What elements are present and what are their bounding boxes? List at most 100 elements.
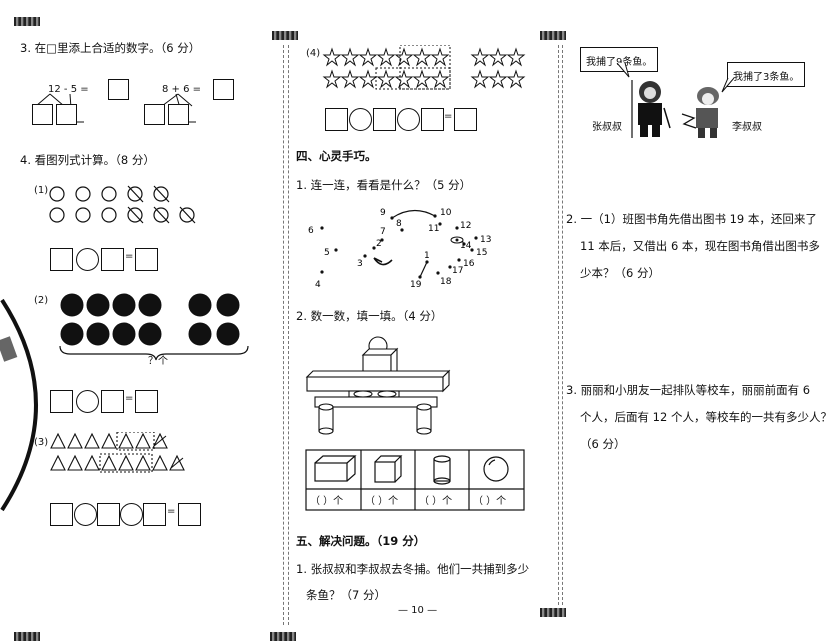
answer-box[interactable] (108, 79, 129, 100)
column-divider (288, 45, 289, 625)
dot-label-9: 9 (380, 208, 386, 218)
answer-box[interactable] (421, 108, 444, 131)
dot-11 (438, 222, 442, 226)
problem-2-line-1: 2. 一（1）班图书角先借出图书 19 本，还回来了 (566, 212, 817, 226)
equals-sign: = (125, 251, 134, 262)
triangles-figure (50, 432, 185, 473)
bubble-2-tail (721, 78, 735, 93)
question-3-title: 3. 在□里添上合适的数字。（6 分） (20, 41, 201, 55)
dot-label-16: 16 (463, 259, 475, 269)
operator-circle[interactable] (349, 108, 372, 131)
connect-dots-figure: 1 2 3 4 5 6 7 8 9 10 11 12 13 14 15 16 1… (308, 208, 491, 290)
problem-3-line-3: （6 分） (580, 437, 626, 451)
part-3-label: (3) (34, 437, 49, 448)
answer-box[interactable] (135, 248, 158, 271)
split-box[interactable] (32, 104, 53, 125)
apples-caption: ？个 (148, 356, 168, 367)
dot-17 (448, 265, 452, 269)
page-number: — 10 — (398, 605, 438, 616)
dot-label-17: 17 (452, 266, 463, 276)
connect-dots-question: 1. 连一连，看看是什么？（5 分） (296, 178, 472, 192)
dot-12 (455, 226, 459, 230)
answer-box[interactable] (50, 248, 73, 271)
answer-box[interactable] (454, 108, 477, 131)
dot-14 (462, 242, 466, 246)
part-1-label: (1) (34, 185, 49, 196)
expr-8-plus-6: 8 + 6 = (162, 84, 202, 95)
dot-5 (334, 248, 338, 252)
binding-arc (0, 298, 38, 512)
count-cell-cylinder[interactable]: （ ）个 (419, 496, 453, 507)
dot-6 (320, 226, 324, 230)
circles-figure (49, 185, 196, 224)
dot-label-1: 1 (424, 251, 430, 261)
dot-16 (457, 258, 461, 262)
answer-box[interactable] (50, 390, 73, 413)
part-4-label: (4) (306, 48, 321, 59)
operator-circle[interactable] (74, 503, 97, 526)
answer-box[interactable] (325, 108, 348, 131)
answer-box[interactable] (101, 248, 124, 271)
dot-label-13: 13 (480, 235, 491, 245)
corner-mark (14, 17, 40, 26)
dot-label-14: 14 (460, 241, 472, 251)
split-box[interactable] (168, 104, 189, 125)
count-cell-sphere[interactable]: （ ）个 (473, 496, 507, 507)
bubble-2-text: 我捕了3条鱼。 (733, 72, 800, 83)
dot-13 (474, 236, 478, 240)
name-zhang: 张叔叔 (592, 122, 622, 133)
operator-circle[interactable] (76, 390, 99, 413)
dot-3 (363, 254, 367, 258)
operator-circle[interactable] (76, 248, 99, 271)
problem-1-line-2: 条鱼？（7 分） (306, 588, 386, 602)
dot-label-19: 19 (410, 280, 422, 290)
equals-sign: = (444, 111, 453, 122)
dot-label-3: 3 (357, 259, 363, 269)
answer-box[interactable] (213, 79, 234, 100)
question-4-title: 4. 看图列式计算。（8 分） (20, 153, 155, 167)
speech-bubble-2: 我捕了3条鱼。 (727, 62, 806, 87)
count-cell-cuboid[interactable]: （ ）个 (310, 496, 344, 507)
dot-label-18: 18 (440, 277, 452, 287)
answer-box[interactable] (143, 503, 166, 526)
column-divider (283, 45, 284, 625)
bubble-1-text: 我捕了9条鱼。 (586, 57, 653, 68)
split-box[interactable] (56, 104, 77, 125)
corner-mark (540, 608, 566, 617)
column-divider (558, 45, 559, 605)
answer-box[interactable] (101, 390, 124, 413)
dot-4 (320, 270, 324, 274)
problem-3-line-1: 3. 丽丽和小朋友一起排队等校车，丽丽前面有 6 (566, 383, 811, 397)
dot-label-4: 4 (315, 280, 321, 290)
dot-7 (380, 238, 384, 242)
answer-box[interactable] (178, 503, 201, 526)
shape-count-table (305, 449, 525, 511)
dot-15 (470, 248, 474, 252)
dot-18 (436, 271, 440, 275)
section-4-title: 四、心灵手巧。 (296, 149, 377, 163)
answer-box[interactable] (50, 503, 73, 526)
column-divider (562, 45, 563, 605)
answer-box[interactable] (135, 390, 158, 413)
problem-2-line-2: 11 本后，又借出 6 本，现在图书角借出图书多 (580, 239, 820, 253)
block-structure-figure (305, 336, 451, 435)
expr-12-minus-5: 12 - 5 = (48, 84, 89, 95)
answer-box[interactable] (97, 503, 120, 526)
bubble-1-tail (616, 63, 630, 78)
apples-figure (59, 293, 249, 361)
fisherman-zhang-illustration (631, 80, 671, 138)
corner-mark (272, 31, 298, 40)
count-cell-cube[interactable]: （ ）个 (365, 496, 399, 507)
dot-label-11: 11 (428, 224, 439, 234)
dot-label-6: 6 (308, 226, 314, 236)
operator-circle[interactable] (397, 108, 420, 131)
split-box[interactable] (144, 104, 165, 125)
corner-mark (540, 31, 566, 40)
corner-mark (14, 632, 40, 641)
speech-bubble-1: 我捕了9条鱼。 (580, 47, 659, 72)
problem-1-line-1: 1. 张叔叔和李叔叔去冬捕。他们一共捕到多少 (296, 562, 530, 576)
operator-circle[interactable] (120, 503, 143, 526)
problem-3-line-2: 个人，后面有 12 个人，等校车的一共有多少人？ (580, 410, 830, 424)
answer-box[interactable] (373, 108, 396, 131)
dot-label-5: 5 (324, 248, 330, 258)
